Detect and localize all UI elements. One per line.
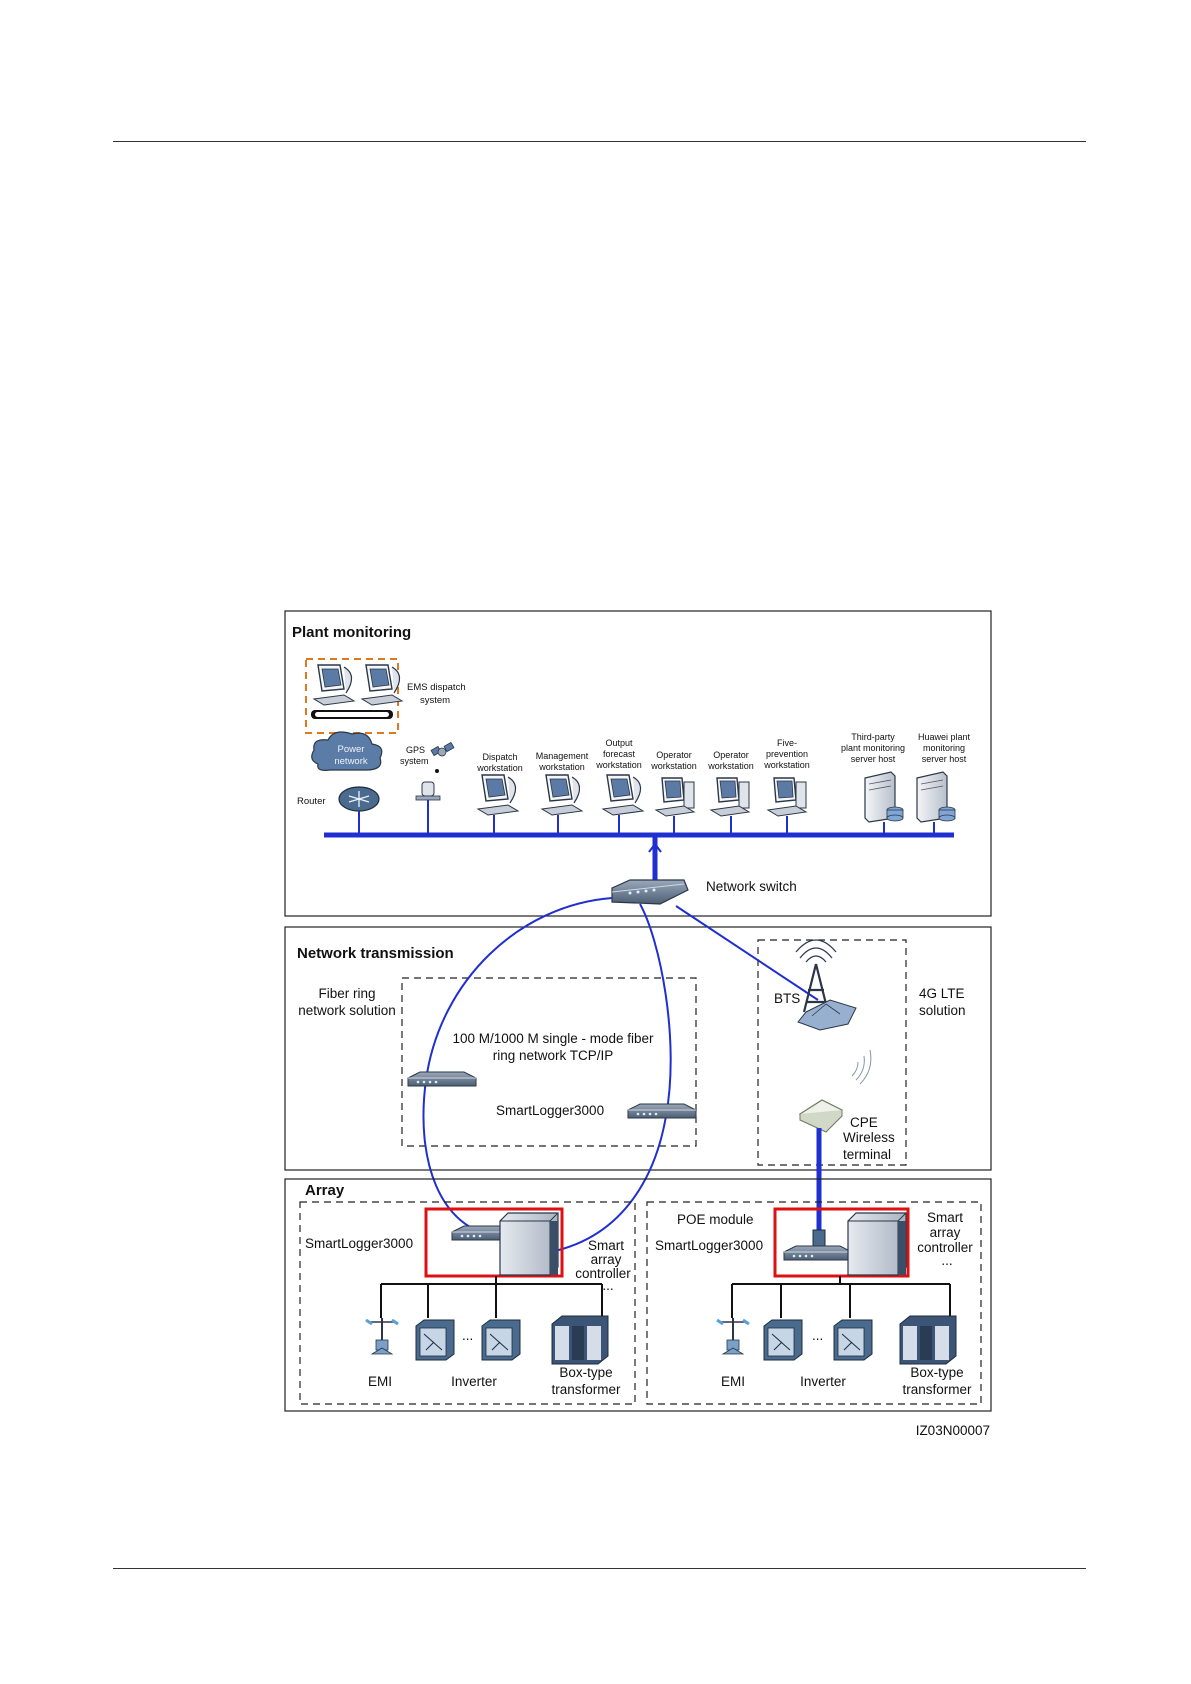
router-label: Router [297,796,326,807]
lte-box [757,939,907,1166]
plant-monitoring-frame [284,610,992,917]
huawei-server-icon [916,771,956,823]
right-ellipsis: ... [812,1328,823,1343]
right-inverter-icon [763,1319,803,1361]
gps-receiver-icon [415,781,441,801]
network-transmission-frame [284,926,992,1171]
network-switch-icon [611,879,689,905]
right-inverter-icon [833,1319,873,1361]
bts-tower-icon [795,939,857,1031]
left-controller-red-box [424,1207,564,1278]
gps-satellite-icon [430,741,455,773]
left-transformer-icon [551,1315,609,1365]
left-emi-label: EMI [368,1374,392,1389]
fiber-ring-right [544,903,672,1254]
right-inverter-label: Inverter [800,1374,846,1389]
operator-workstation-icon [710,777,750,817]
switch-to-bts-line [675,905,819,1001]
left-controller-cabinet-icon [499,1212,559,1276]
right-controller-red-box [773,1207,910,1278]
plant-monitoring-title: Plant monitoring [292,624,411,641]
header-rule [113,141,1086,142]
right-subarray-box [646,1201,982,1405]
operator-workstation-icon [655,777,695,817]
power-network-cloud-icon [311,731,383,771]
left-smartlogger-label: SmartLogger3000 [305,1236,413,1251]
bts-label: BTS [774,991,800,1006]
five-prevention-workstation-icon [767,777,807,817]
smartlogger-ring-device-icon [407,1071,477,1087]
right-controller-cabinet-icon [847,1212,907,1276]
left-inverter-label: Inverter [451,1374,497,1389]
right-emi-label: EMI [721,1374,745,1389]
left-emi-icon [364,1316,400,1356]
third-party-server-icon [864,771,904,823]
smartlogger-ring-label: SmartLogger3000 [496,1103,604,1118]
cpe-wireless-icon [798,1049,872,1133]
left-inverter-icon [415,1319,455,1361]
right-emi-icon [715,1316,751,1356]
ems-workstation-icon [313,664,355,706]
management-workstation-icon [541,774,583,816]
right-smartlogger-label: SmartLogger3000 [655,1238,763,1253]
array-title: Array [305,1182,345,1199]
smartlogger-ring-device-icon [627,1103,697,1119]
footer-rule [113,1568,1086,1569]
figure-id: IZ03N00007 [916,1423,990,1438]
left-subarray-box [299,1201,636,1405]
forecast-workstation-icon [602,774,644,816]
array-frame [284,1178,992,1412]
fiber-ring-box [401,977,697,1147]
network-transmission-title: Network transmission [297,945,454,962]
poe-module-label: POE module [677,1212,754,1227]
left-ellipsis: ... [462,1328,473,1343]
right-smartlogger-icon [783,1245,853,1261]
ems-workstation-icon [361,664,403,706]
network-switch-label: Network switch [706,879,797,894]
poe-module-icon [812,1229,826,1247]
dispatch-workstation-icon [477,774,519,816]
right-transformer-icon [899,1315,957,1365]
left-inverter-icon [481,1319,521,1361]
ems-dispatch-box [305,658,399,734]
